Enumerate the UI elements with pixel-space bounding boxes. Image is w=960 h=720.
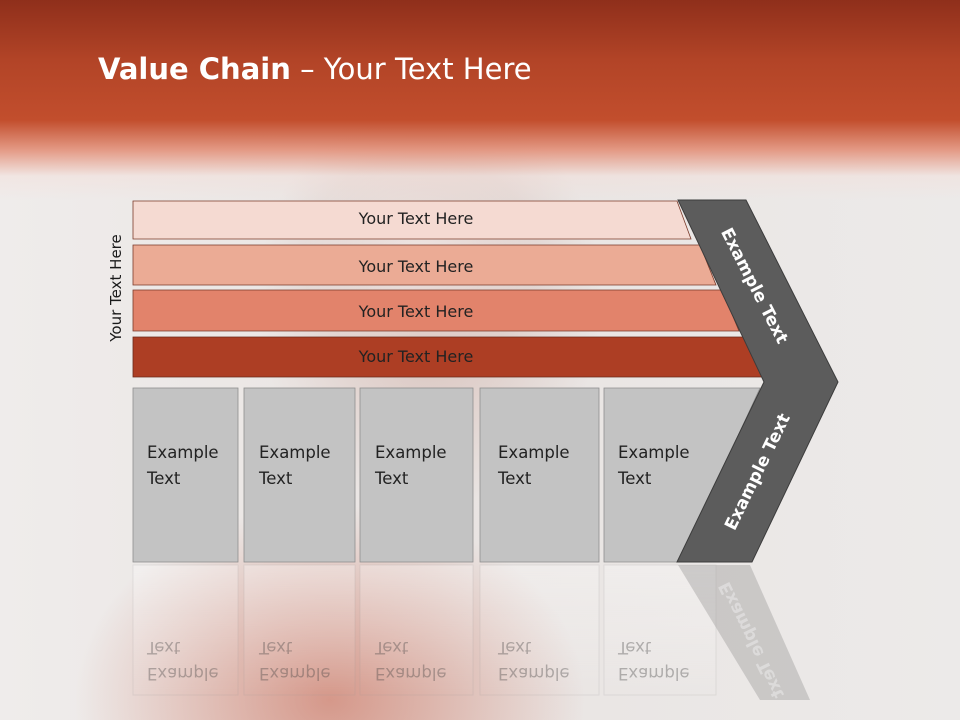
column-3-line1: Example — [375, 443, 447, 462]
reflection-line2: Text — [375, 638, 409, 657]
column-reflection — [359, 564, 474, 696]
band-3[interactable] — [132, 289, 740, 332]
column-1-text-reflection: Example Text — [147, 634, 247, 686]
reflection-line1: Example — [259, 664, 331, 683]
column-1[interactable] — [132, 387, 239, 563]
reflection-group — [132, 564, 810, 700]
column-5-line1: Example — [618, 443, 690, 462]
column-1-text: Example Text — [147, 440, 247, 492]
title-bold: Value Chain — [98, 52, 291, 86]
column-4-line2: Text — [498, 469, 532, 488]
band-3-label: Your Text Here — [358, 302, 474, 321]
reflection-line2: Text — [147, 638, 181, 657]
reflection-line2: Text — [498, 638, 532, 657]
band-2[interactable] — [132, 244, 717, 286]
column-2-line2: Text — [259, 469, 293, 488]
column-2-line1: Example — [259, 443, 331, 462]
band-2-label: Your Text Here — [358, 257, 474, 276]
column-2-text-reflection: Example Text — [259, 634, 359, 686]
column-1-line2: Text — [147, 469, 181, 488]
chevron-arrow[interactable] — [676, 199, 839, 563]
column-4[interactable] — [479, 387, 600, 563]
column-3-text: Example Text — [375, 440, 475, 492]
reflection-line1: Example — [147, 664, 219, 683]
column-reflection — [479, 564, 600, 696]
column-reflection — [603, 564, 717, 696]
column-reflection — [132, 564, 239, 696]
column-1-line1: Example — [147, 443, 219, 462]
band-4-label: Your Text Here — [358, 347, 474, 366]
column-5-text: Example Text — [618, 440, 718, 492]
reflection-line1: Example — [618, 664, 690, 683]
column-4-text-reflection: Example Text — [498, 634, 598, 686]
column-3[interactable] — [359, 387, 474, 563]
column-3-text-reflection: Example Text — [375, 634, 475, 686]
reflection-line2: Text — [618, 638, 652, 657]
arrow-reflection — [678, 565, 810, 700]
slide-title[interactable]: Value Chain – Your Text Here — [98, 52, 532, 86]
reflection-line1: Example — [498, 664, 570, 683]
column-4-line1: Example — [498, 443, 570, 462]
column-reflection — [243, 564, 356, 696]
column-2-text: Example Text — [259, 440, 359, 492]
header-bar — [0, 0, 960, 200]
column-5-text-reflection: Example Text — [618, 634, 718, 686]
reflection-line2: Text — [259, 638, 293, 657]
reflection-line1: Example — [375, 664, 447, 683]
band-1[interactable] — [132, 200, 692, 240]
column-3-line2: Text — [375, 469, 409, 488]
column-5-line2: Text — [618, 469, 652, 488]
column-4-text: Example Text — [498, 440, 598, 492]
column-2[interactable] — [243, 387, 356, 563]
band-1-label: Your Text Here — [358, 209, 474, 228]
title-rest: – Your Text Here — [290, 52, 532, 86]
